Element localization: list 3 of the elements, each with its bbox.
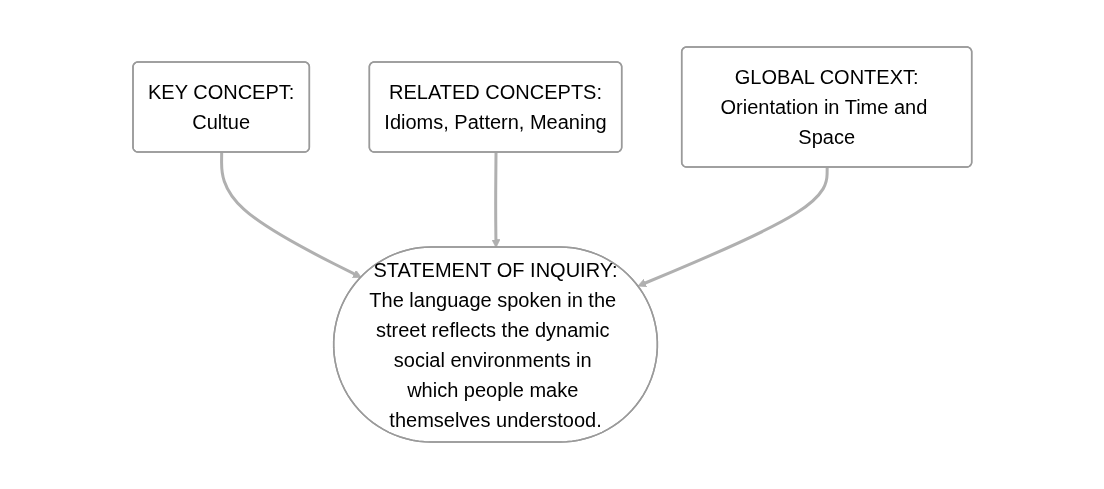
arrow bbox=[491, 152, 500, 248]
arrow bbox=[637, 167, 829, 288]
arrow bbox=[219, 152, 362, 278]
